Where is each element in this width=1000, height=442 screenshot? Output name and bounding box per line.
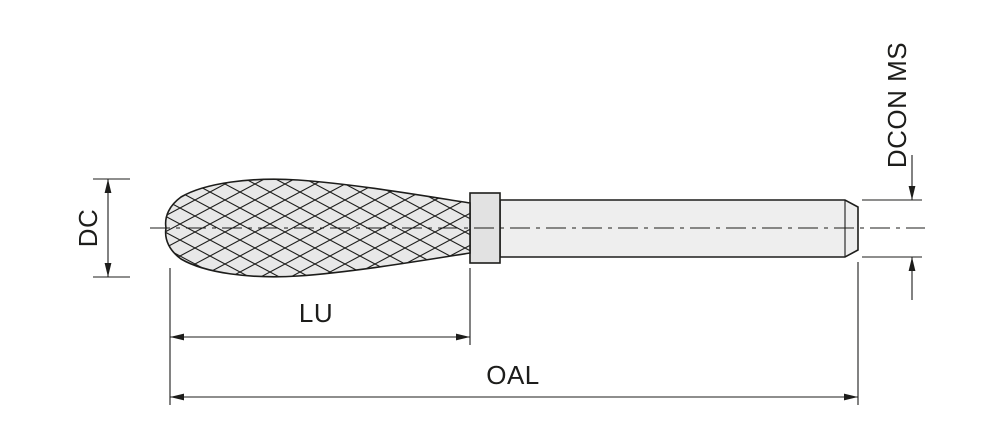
oal-arrowhead-left	[170, 393, 184, 401]
lu-arrowhead-left	[170, 333, 184, 341]
dim-label-dcon-ms: DCON MS	[882, 42, 912, 168]
dcon-arrowhead-bottom	[908, 257, 916, 271]
dim-lu: LU	[169, 268, 471, 405]
dim-label-dc: DC	[73, 209, 103, 248]
dc-arrowhead-bottom	[104, 263, 112, 277]
dc-arrowhead-top	[104, 179, 112, 193]
oal-arrowhead-right	[844, 393, 858, 401]
dim-dc: DC	[73, 178, 130, 278]
dim-label-oal: OAL	[486, 360, 540, 390]
tool-body	[150, 178, 925, 278]
dcon-arrowhead-top	[908, 186, 916, 200]
flame-head-outline	[164, 178, 471, 278]
flame-head-hatch	[165, 179, 470, 277]
dim-dcon-ms: DCON MS	[862, 42, 922, 300]
dim-oal: OAL	[170, 262, 859, 405]
lu-arrowhead-right	[456, 333, 470, 341]
dim-label-lu: LU	[299, 298, 333, 328]
